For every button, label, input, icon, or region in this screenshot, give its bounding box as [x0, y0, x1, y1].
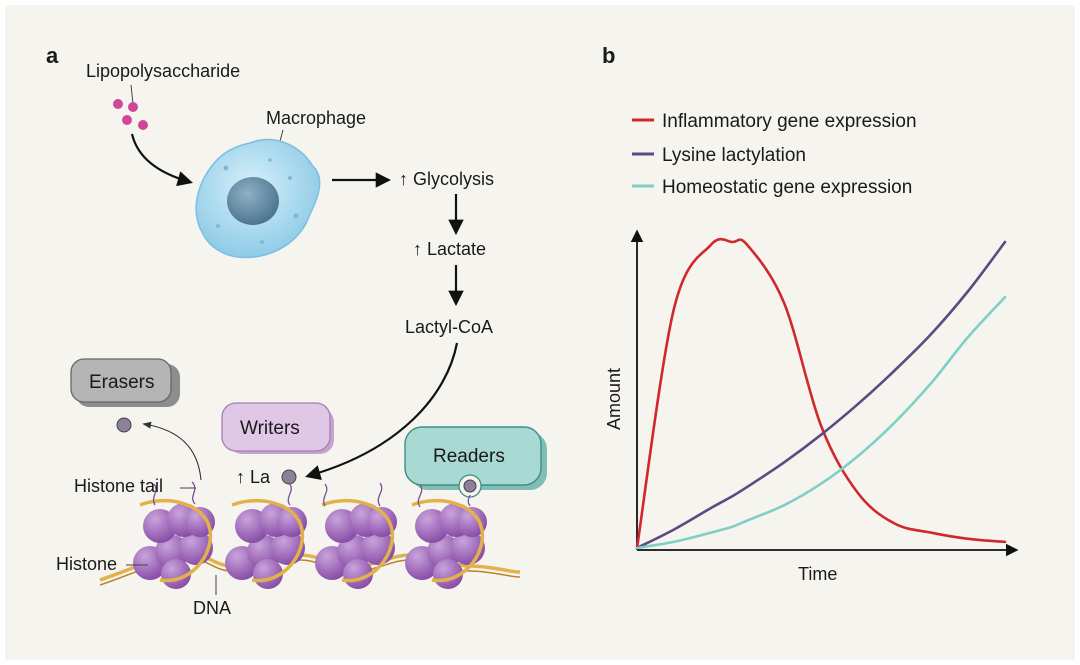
panel-a: a Lipopolysaccharide Macrophage ↑ Glycol… [46, 43, 547, 618]
macrophage-nucleus [227, 177, 279, 225]
panel-a-label: a [46, 43, 59, 68]
lipopolysaccharide-label: Lipopolysaccharide [86, 61, 240, 81]
lactyl-coa-label: Lactyl-CoA [405, 317, 493, 337]
lactylcoa-to-histone-arrow [305, 342, 459, 481]
lps-to-macrophage-arrow [130, 133, 193, 187]
nucleosome [405, 484, 487, 589]
dna-label: DNA [193, 598, 231, 618]
macrophage-label: Macrophage [266, 108, 366, 128]
readers-box: Readers [404, 426, 547, 498]
panel-b-label: b [602, 43, 615, 68]
panel-b: b Inflammatory gene expression Lysine la… [602, 43, 1019, 584]
erasers-label: Erasers [89, 372, 154, 393]
histone-tail-label: Histone tail [74, 476, 163, 496]
series-line-inflammatory [635, 237, 1007, 550]
histone-label: Histone [56, 554, 117, 574]
reader-bound-lactyl-mark [463, 479, 477, 493]
nucleosome [133, 481, 215, 589]
nucleosome [225, 482, 307, 589]
nucleosome [315, 482, 397, 589]
legend-label-inflammatory: Inflammatory gene expression [662, 111, 917, 132]
y-axis-label: Amount [604, 368, 624, 430]
writers-label: Writers [240, 418, 300, 439]
legend: Inflammatory gene expression Lysine lact… [632, 111, 917, 198]
legend-label-homeostatic: Homeostatic gene expression [662, 177, 912, 198]
readers-label: Readers [433, 446, 505, 467]
removed-lactyl-mark [116, 417, 132, 433]
x-axis-label: Time [798, 564, 837, 584]
la-label: ↑ La [236, 467, 271, 487]
macrophage-cell [195, 138, 321, 259]
erasers-box: Erasers [70, 358, 180, 407]
erasers-removal-arrow [142, 421, 202, 481]
lps-molecules [113, 84, 148, 130]
chromatin [99, 481, 521, 589]
lactate-label: ↑ Lactate [413, 239, 486, 259]
glycolysis-label: ↑ Glycolysis [399, 169, 494, 189]
series-line-homeostatic [635, 295, 1007, 550]
legend-label-lactylation: Lysine lactylation [662, 145, 806, 166]
writers-box: Writers [221, 402, 334, 454]
series-line-lactylation [635, 240, 1007, 550]
lactyl-mark [281, 469, 297, 485]
